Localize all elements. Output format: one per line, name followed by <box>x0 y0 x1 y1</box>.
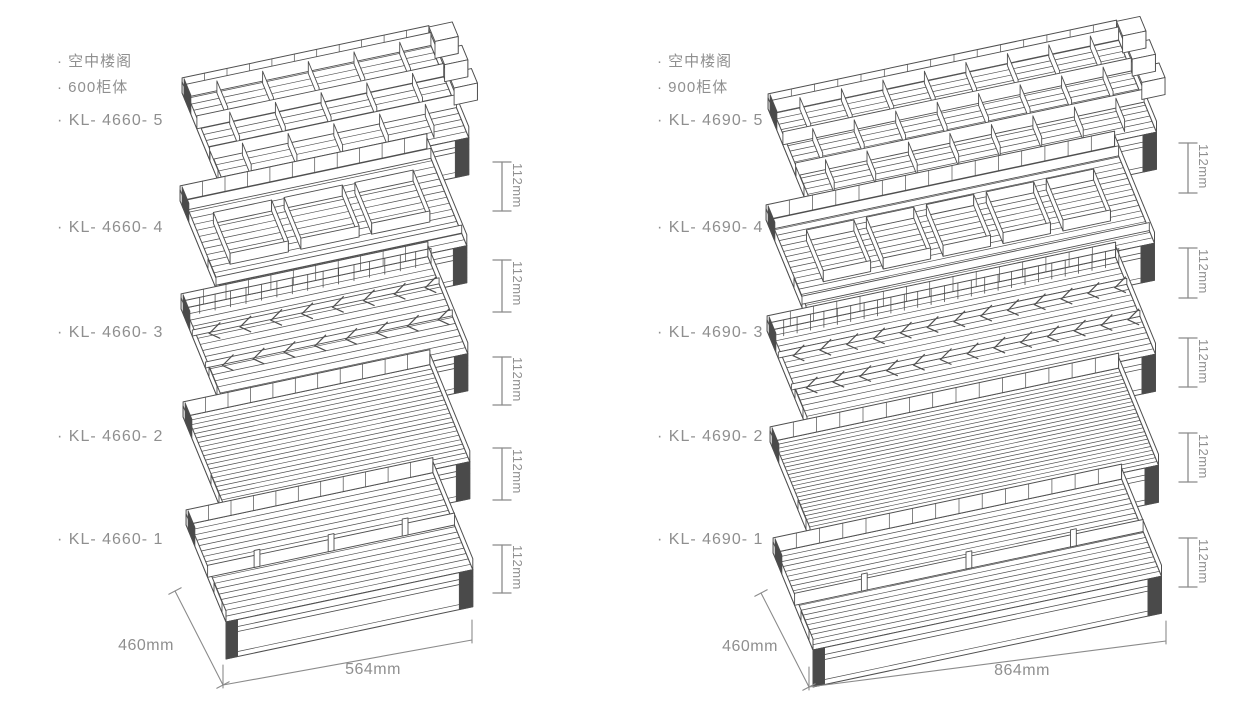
height-dimension-bracket <box>1178 337 1198 388</box>
height-dimension-bracket <box>492 544 512 594</box>
drawer-height-dimension: 112mm <box>510 449 525 494</box>
drawer-model-label: · KL- 4660- 2 <box>57 428 164 445</box>
drawer-model-label: · KL- 4690- 3 <box>657 324 764 341</box>
height-dimension-bracket <box>492 356 512 406</box>
drawer-height-dimension: 112mm <box>1196 249 1211 294</box>
drawer-illustration-kl-4690-1 <box>772 463 1162 688</box>
drawer-illustration-kl-4660-1 <box>185 457 474 660</box>
width-dimension-line <box>222 619 473 689</box>
cabinet-width-dimension: 564mm <box>345 661 401 678</box>
cabinet-size-label: · 900柜体 <box>657 79 729 96</box>
height-dimension-bracket <box>1178 247 1198 299</box>
drawer-model-label: · KL- 4660- 3 <box>57 324 164 341</box>
height-dimension-bracket <box>1178 142 1198 194</box>
height-dimension-bracket <box>1178 537 1198 588</box>
cabinet-depth-dimension: 460mm <box>118 637 174 654</box>
height-dimension-bracket <box>492 447 512 501</box>
drawer-height-dimension: 112mm <box>1196 434 1211 479</box>
width-dimension-line <box>808 620 1167 691</box>
series-title: · 空中楼阁 <box>57 53 133 70</box>
cabinet-width-dimension: 864mm <box>994 662 1050 679</box>
cabinet-depth-dimension: 460mm <box>722 638 778 655</box>
height-dimension-bracket <box>492 259 512 313</box>
drawer-height-dimension: 112mm <box>510 357 525 402</box>
drawer-model-label: · KL- 4690- 5 <box>657 112 764 129</box>
drawer-height-dimension: 112mm <box>510 163 525 208</box>
drawer-model-label: · KL- 4690- 2 <box>657 428 764 445</box>
right-unit-drawing <box>754 15 1198 691</box>
drawer-height-dimension: 112mm <box>1196 339 1211 384</box>
drawer-height-dimension: 112mm <box>1196 144 1211 189</box>
height-dimension-bracket <box>1178 432 1198 483</box>
drawer-model-label: · KL- 4690- 1 <box>657 531 764 548</box>
left-unit-drawing <box>168 21 512 689</box>
drawer-model-label: · KL- 4690- 4 <box>657 219 764 236</box>
drawer-model-label: · KL- 4660- 4 <box>57 219 164 236</box>
drawer-height-dimension: 112mm <box>510 545 525 590</box>
drawer-model-label: · KL- 4660- 5 <box>57 112 164 129</box>
drawer-height-dimension: 112mm <box>510 261 525 306</box>
height-dimension-bracket <box>492 161 512 212</box>
drawer-height-dimension: 112mm <box>1196 539 1211 584</box>
drawer-model-label: · KL- 4660- 1 <box>57 531 164 548</box>
cabinet-size-label: · 600柜体 <box>57 79 129 96</box>
series-title: · 空中楼阁 <box>657 53 733 70</box>
